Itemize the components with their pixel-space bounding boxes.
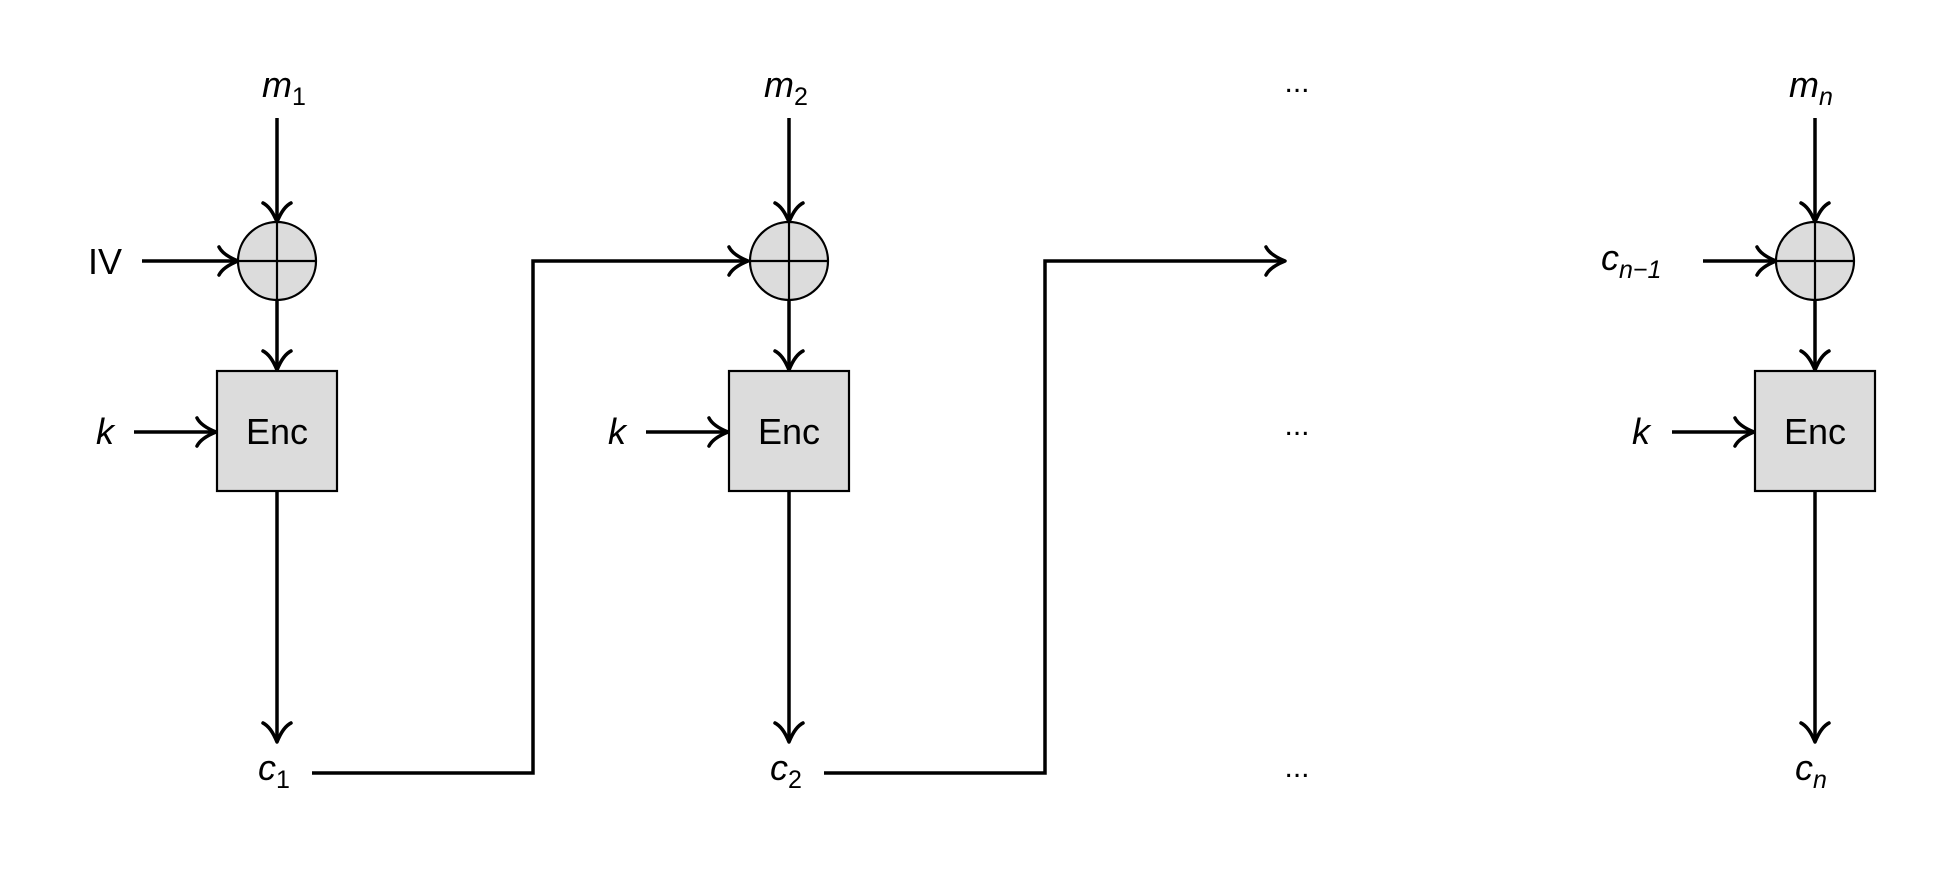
key-2-label: k bbox=[608, 411, 628, 452]
xor-n bbox=[1774, 220, 1856, 302]
chain-c1-arrowhead bbox=[727, 245, 750, 277]
ellipsis-middle: ... bbox=[1284, 409, 1309, 442]
block-1: m1 IV k Enc c1 bbox=[88, 64, 339, 794]
chain-c2-arrowhead bbox=[1264, 245, 1287, 277]
chain-c2-onward bbox=[824, 259, 1285, 775]
block-2: m2 k Enc c2 bbox=[608, 64, 851, 794]
iv-label: IV bbox=[88, 241, 122, 282]
cipher-2-label: c2 bbox=[770, 747, 802, 794]
enc-2-arrowhead bbox=[773, 721, 805, 744]
cipher-1-label: c1 bbox=[258, 747, 290, 794]
svg-text:Enc: Enc bbox=[1784, 411, 1846, 452]
enc-box-n: Enc bbox=[1753, 369, 1877, 493]
key-n-label: k bbox=[1632, 411, 1652, 452]
message-1-label: m1 bbox=[262, 64, 306, 111]
block-n: mn cn−1 k Enc cn bbox=[1601, 64, 1877, 794]
xor-1 bbox=[236, 220, 318, 302]
chain-in-n-label: cn−1 bbox=[1601, 237, 1661, 284]
enc-n-arrowhead bbox=[1799, 721, 1831, 744]
ellipsis-bottom: ... bbox=[1284, 751, 1309, 784]
message-n-label: mn bbox=[1789, 64, 1833, 111]
svg-text:Enc: Enc bbox=[246, 411, 308, 452]
enc-box-2: Enc bbox=[727, 369, 851, 493]
cipher-n-label: cn bbox=[1795, 747, 1827, 794]
chain-c1-to-xor-2 bbox=[312, 259, 748, 775]
xor-2 bbox=[748, 220, 830, 302]
ellipsis-top: ... bbox=[1284, 66, 1309, 99]
svg-text:Enc: Enc bbox=[758, 411, 820, 452]
enc-1-arrowhead bbox=[261, 721, 293, 744]
message-2-label: m2 bbox=[764, 64, 808, 111]
key-1-label: k bbox=[96, 411, 116, 452]
enc-box-1: Enc bbox=[215, 369, 339, 493]
